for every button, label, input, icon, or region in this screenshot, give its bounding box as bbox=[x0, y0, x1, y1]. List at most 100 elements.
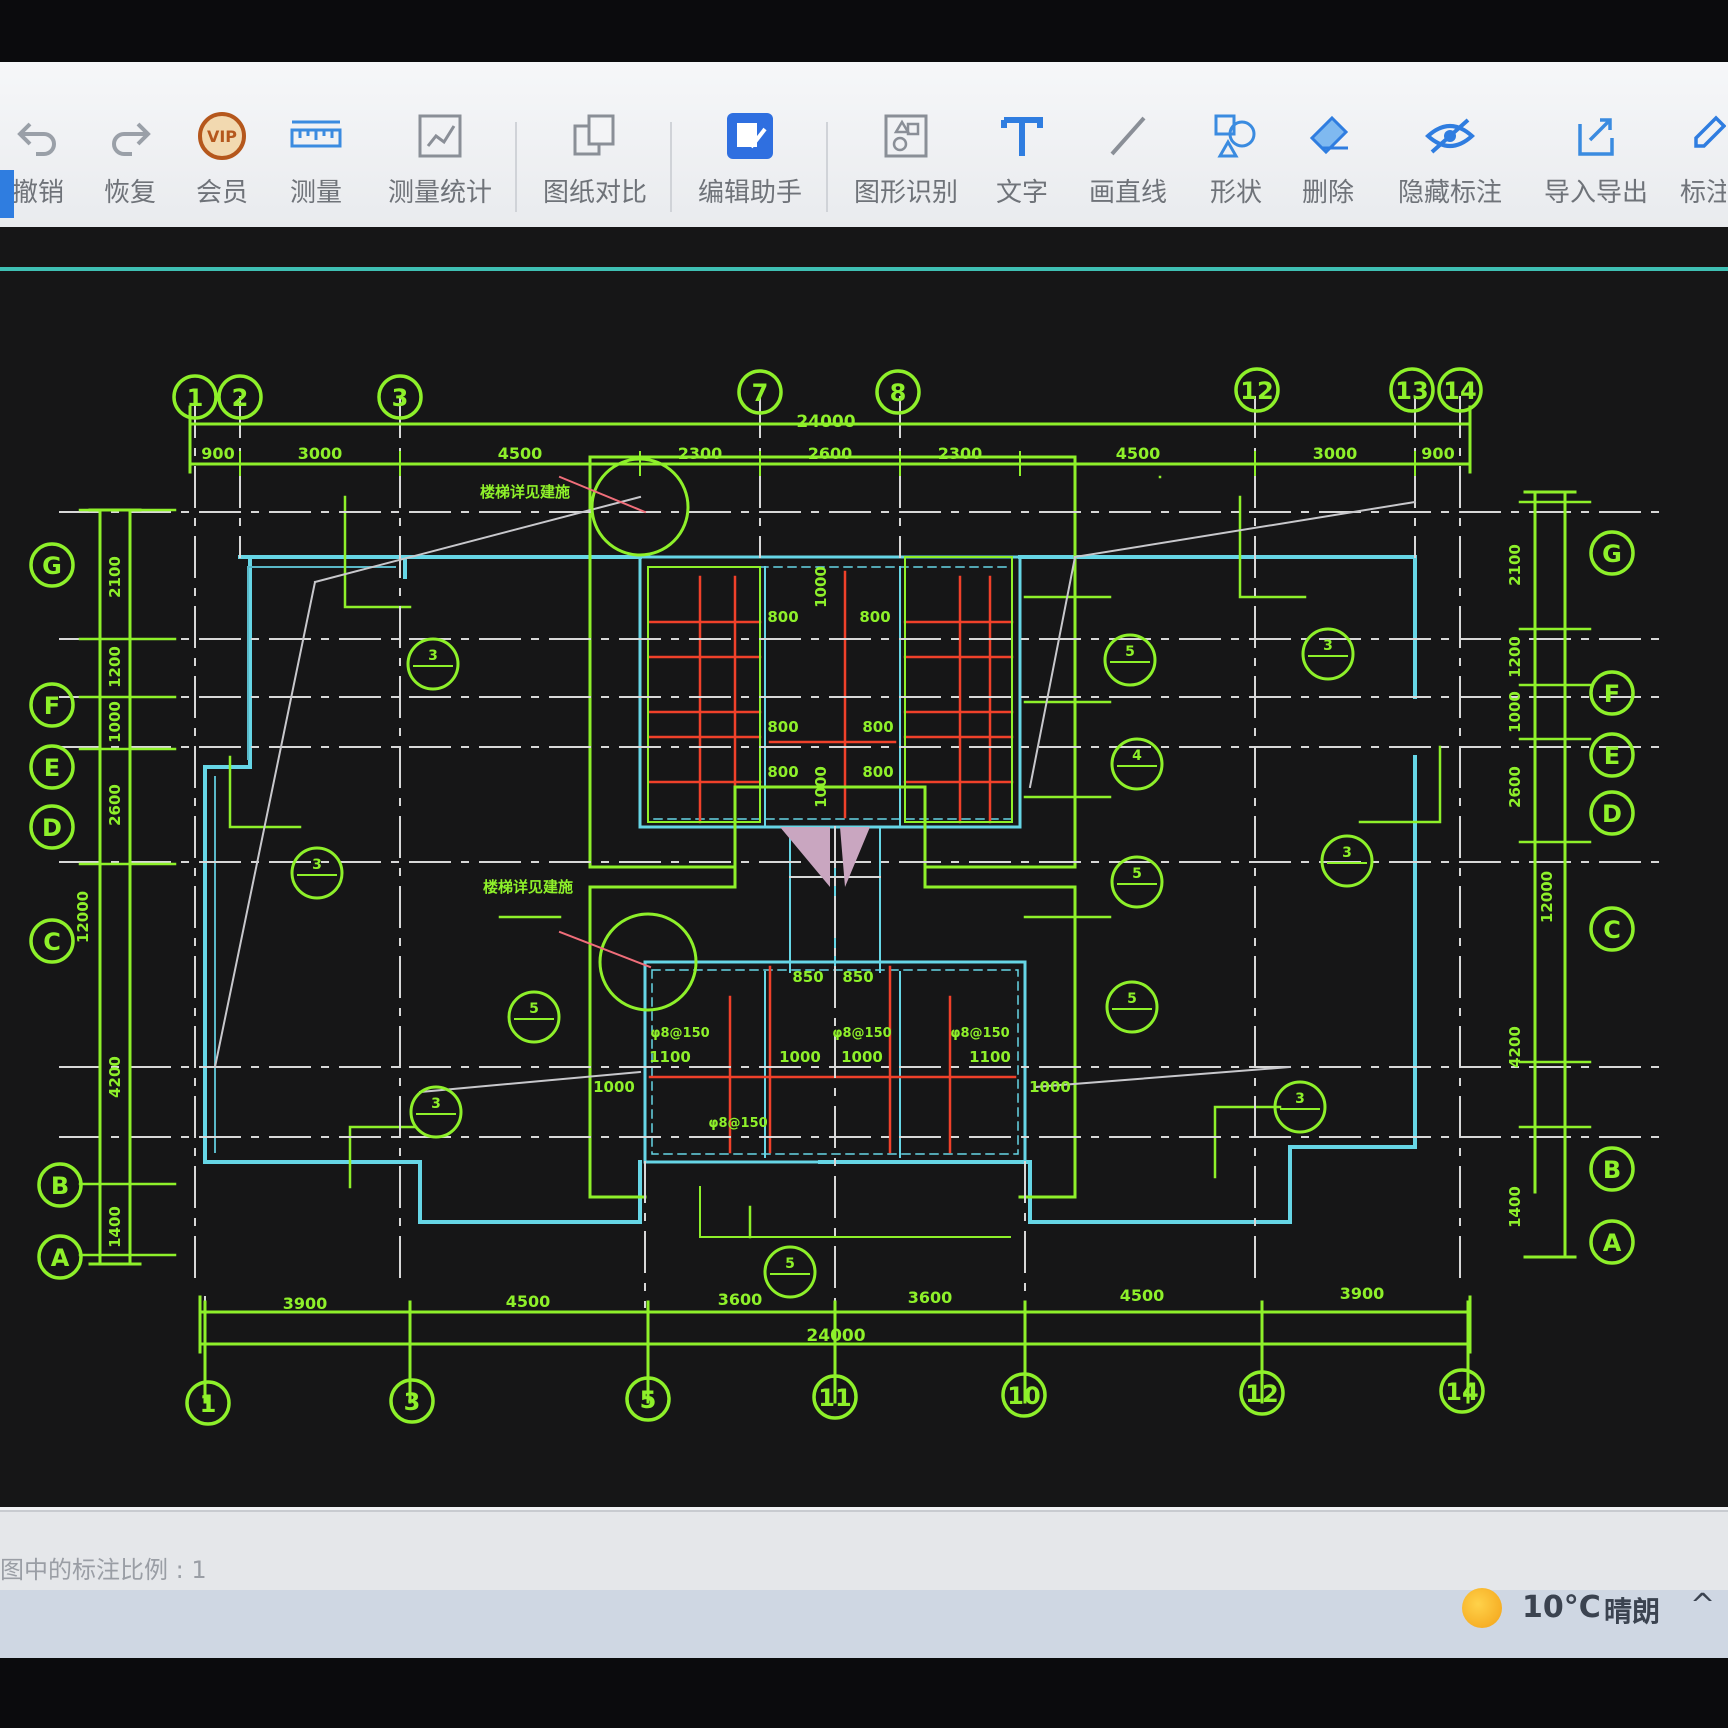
eraser-icon bbox=[1302, 110, 1354, 162]
left-dimension: 1400 bbox=[106, 1206, 124, 1248]
section-mark-label: 3 bbox=[1342, 845, 1352, 861]
text-button[interactable]: 文字 bbox=[990, 110, 1054, 220]
taskbar bbox=[0, 1590, 1728, 1658]
ruler-icon bbox=[290, 110, 342, 162]
left-axis-bubble: A bbox=[37, 1234, 83, 1280]
top-axis-bubble-label: 1 bbox=[187, 384, 204, 412]
right-axis-bubble-label: C bbox=[1603, 916, 1621, 944]
top-axis-bubble-label: 12 bbox=[1240, 377, 1273, 405]
weather-sun-icon[interactable] bbox=[1462, 1588, 1502, 1628]
top-axis-bubble-label: 14 bbox=[1443, 377, 1476, 405]
import-export-label: 导入导出 bbox=[1543, 178, 1648, 208]
core-dimension: 800 bbox=[859, 608, 890, 626]
section-mark-label: 3 bbox=[312, 857, 322, 873]
core-dimension: 800 bbox=[767, 608, 798, 626]
bottom-dimension: 4500 bbox=[506, 1292, 551, 1311]
stair-note: 楼梯详见建施 bbox=[483, 878, 573, 896]
ribbon-toolbar: 撤销 恢复 VIP 会员 测量 测量统计 bbox=[0, 62, 1728, 227]
top-axis-bubble-label: 13 bbox=[1395, 377, 1428, 405]
top-axis-bubble: 12 bbox=[1234, 367, 1280, 413]
top-axis-bubble-label: 8 bbox=[890, 379, 907, 407]
undo-label: 撤销 bbox=[11, 178, 64, 208]
right-axis-bubble: C bbox=[1589, 906, 1635, 952]
bottom-axis-bubble: 1 bbox=[185, 1380, 231, 1426]
section-mark-label: 4 bbox=[1132, 748, 1142, 764]
left-axis-bubble: F bbox=[29, 682, 75, 728]
top-dimension: 4500 bbox=[1116, 444, 1161, 463]
top-axis-bubble: 7 bbox=[737, 369, 783, 415]
monitor-bezel-top bbox=[0, 0, 1728, 62]
bottom-axis-bubble-label: 12 bbox=[1245, 1380, 1278, 1408]
vip-button[interactable]: VIP 会员 bbox=[190, 110, 254, 220]
top-dimension: 2600 bbox=[808, 444, 853, 463]
tray-chevron-icon[interactable]: ^ bbox=[1690, 1588, 1716, 1623]
measure-stats-icon bbox=[414, 110, 466, 162]
import-export-button[interactable]: 导入导出 bbox=[1536, 110, 1656, 220]
top-axis-bubble: 8 bbox=[875, 369, 921, 415]
right-total-dimension: 12000 bbox=[1538, 871, 1556, 923]
vip-label: 会员 bbox=[195, 178, 248, 208]
measure-stats-button[interactable]: 测量统计 bbox=[380, 110, 500, 220]
section-mark: 3 bbox=[290, 846, 344, 900]
active-document-tab[interactable] bbox=[0, 170, 14, 218]
vip-icon: VIP bbox=[196, 110, 248, 162]
edit-assistant-label: 编辑助手 bbox=[697, 178, 802, 208]
top-axis-bubble: 2 bbox=[217, 374, 263, 420]
line-button[interactable]: 画直线 bbox=[1088, 110, 1168, 220]
left-axis-bubble: D bbox=[29, 804, 75, 850]
edit-assistant-button[interactable]: 编辑助手 bbox=[690, 110, 810, 220]
top-axis-bubble: 1 bbox=[172, 374, 218, 420]
right-axis-bubble: F bbox=[1589, 670, 1635, 716]
left-total-dimension: 12000 bbox=[74, 891, 92, 943]
top-axis-bubble-label: 7 bbox=[752, 379, 769, 407]
section-mark-label: 5 bbox=[1127, 991, 1137, 1007]
compare-button[interactable]: 图纸对比 bbox=[535, 110, 655, 220]
right-axis-bubble: D bbox=[1589, 790, 1635, 836]
lower-core-dimension: 850 bbox=[842, 968, 873, 986]
weather-temperature[interactable]: 10°C bbox=[1522, 1590, 1601, 1625]
right-dimension: 1000 bbox=[1506, 691, 1524, 733]
hide-annotation-label: 隐藏标注 bbox=[1397, 178, 1502, 208]
redo-icon bbox=[104, 110, 156, 162]
undo-button[interactable]: 撤销 bbox=[8, 110, 68, 220]
annotate-icon bbox=[1680, 110, 1726, 162]
lower-core-dimension: 1000 bbox=[1029, 1078, 1071, 1096]
right-dimension: 1200 bbox=[1506, 636, 1524, 678]
toolbar-separator bbox=[826, 122, 828, 212]
bottom-axis-bubble-label: 5 bbox=[640, 1386, 657, 1414]
right-dimension: 1400 bbox=[1506, 1186, 1524, 1228]
annotate-button[interactable]: 标注 bbox=[1680, 110, 1726, 220]
delete-button[interactable]: 删除 bbox=[1296, 110, 1360, 220]
hide-annotation-button[interactable]: 隐藏标注 bbox=[1390, 110, 1510, 220]
weather-description[interactable]: 晴朗 bbox=[1604, 1595, 1661, 1628]
lower-core-dimension: 1000 bbox=[593, 1078, 635, 1096]
bottom-dimension: 3600 bbox=[908, 1288, 953, 1307]
rebar-note: φ8@150 bbox=[708, 1116, 767, 1131]
section-mark-label: 3 bbox=[431, 1096, 441, 1112]
lower-core-dimension: 850 bbox=[792, 968, 823, 986]
shape-recognition-button[interactable]: 图形识别 bbox=[846, 110, 966, 220]
core-dimension: 800 bbox=[862, 718, 893, 736]
core-dimension: 1000 bbox=[812, 566, 830, 608]
redo-button[interactable]: 恢复 bbox=[98, 110, 162, 220]
top-axis-bubble: 14 bbox=[1437, 367, 1483, 413]
top-axis-bubble-label: 3 bbox=[392, 384, 409, 412]
shape-button[interactable]: 形状 bbox=[1204, 110, 1268, 220]
section-mark-label: 5 bbox=[1125, 644, 1135, 660]
rebar-note: φ8@150 bbox=[950, 1026, 1009, 1041]
hide-eye-icon bbox=[1424, 110, 1476, 162]
right-axis-bubble-label: D bbox=[1602, 800, 1622, 828]
bottom-axis-bubble-label: 3 bbox=[404, 1388, 421, 1416]
bottom-dimension: 3900 bbox=[283, 1294, 328, 1313]
shape-label: 形状 bbox=[1209, 178, 1262, 208]
measure-button[interactable]: 测量 bbox=[284, 110, 348, 220]
left-axis-bubble-label: B bbox=[51, 1172, 69, 1200]
section-mark-label: 3 bbox=[428, 648, 438, 664]
bottom-axis-bubble: 14 bbox=[1439, 1368, 1485, 1414]
right-axis-bubble-label: E bbox=[1604, 742, 1620, 770]
top-total-dimension: 24000 bbox=[796, 412, 855, 432]
bottom-axis-bubble: 11 bbox=[812, 1374, 858, 1420]
bottom-dimension: 3600 bbox=[718, 1290, 763, 1309]
